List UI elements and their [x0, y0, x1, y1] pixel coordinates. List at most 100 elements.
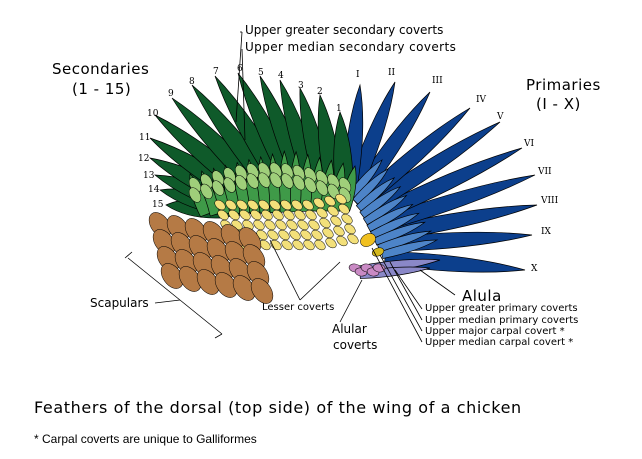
lesser-covert — [300, 229, 312, 241]
lesser-covert — [324, 195, 336, 207]
label-alula: Alula — [462, 287, 502, 305]
secondary-number: 12 — [138, 154, 150, 164]
lesser-covert — [341, 213, 353, 225]
lesser-covert — [327, 205, 339, 217]
label-upper-median-primary-coverts: Upper median primary coverts — [425, 315, 579, 326]
median-secondary-covert — [281, 173, 294, 189]
leader-line — [339, 279, 363, 323]
lesser-covert — [303, 239, 315, 251]
label-scapulars: Scapulars — [90, 296, 149, 310]
secondary-number: 6 — [237, 64, 243, 74]
lesser-covert — [261, 209, 273, 221]
leader-line — [154, 299, 181, 304]
leader-line — [241, 48, 246, 141]
lesser-covert — [280, 199, 292, 211]
leader-line — [379, 254, 423, 332]
median-secondary-covert — [235, 175, 248, 191]
label-upper-major-carpal-covert: Upper major carpal covert * — [425, 326, 565, 337]
leader-line — [299, 261, 341, 301]
secondary-number: 3 — [298, 81, 304, 91]
secondary-number: 9 — [168, 89, 174, 99]
label-upper-median-secondary-coverts: Upper median secondary coverts — [245, 40, 457, 54]
lesser-covert — [278, 229, 290, 241]
leader-line — [394, 269, 423, 310]
secondary-number: 13 — [143, 171, 155, 181]
primary-numeral: VI — [524, 139, 535, 149]
primary-numeral: II — [388, 68, 396, 78]
lesser-covert — [325, 237, 337, 249]
secondary-number: 5 — [258, 68, 264, 78]
footnote: * Carpal coverts are unique to Galliform… — [34, 432, 257, 446]
secondary-number: 8 — [189, 77, 195, 87]
lesser-covert — [247, 199, 259, 211]
lesser-covert — [333, 225, 345, 237]
lesser-covert — [308, 219, 320, 231]
lesser-covert — [272, 209, 284, 221]
primary-feather — [362, 147, 523, 227]
secondary-number: 2 — [317, 87, 323, 97]
lesser-covert — [305, 209, 317, 221]
lesser-covert — [269, 199, 281, 211]
primary-numeral: IX — [541, 227, 551, 237]
primary-covert-feather — [380, 239, 439, 259]
label-upper-median-carpal-covert: Upper median carpal covert * — [425, 337, 574, 348]
lesser-covert — [228, 209, 240, 221]
primary-numeral: VII — [538, 167, 552, 177]
lesser-covert — [314, 239, 326, 251]
label-upper-greater-secondary-coverts: Upper greater secondary coverts — [245, 23, 444, 37]
label-lesser-coverts: Lesser coverts — [262, 302, 335, 313]
covert-feathers — [188, 150, 441, 279]
secondary-number: 4 — [278, 71, 284, 81]
lesser-covert — [217, 209, 229, 221]
leader-line — [419, 269, 456, 296]
scapular-feather — [250, 278, 274, 304]
lesser-covert — [236, 199, 248, 211]
leader-line — [124, 251, 133, 259]
lesser-covert — [267, 229, 279, 241]
label-alular-coverts-line1: Alular — [332, 322, 367, 336]
median-secondary-covert — [292, 175, 305, 191]
median-secondary-covert — [211, 180, 225, 196]
lesser-covert — [214, 199, 226, 211]
secondary-number: 10 — [147, 109, 159, 119]
leader-line — [127, 257, 223, 335]
secondary-number: 11 — [139, 133, 151, 143]
lesser-covert — [250, 209, 262, 221]
label-secondaries: Secondaries — [52, 60, 150, 78]
secondary-number: 1 — [336, 104, 342, 114]
lesser-covert — [275, 219, 287, 231]
lesser-covert — [316, 207, 328, 219]
scapular-feathers — [148, 212, 274, 304]
primary-numeral: V — [497, 112, 504, 122]
figure-caption: Feathers of the dorsal (top side) of the… — [34, 398, 522, 417]
label-secondaries-range: (1 - 15) — [72, 80, 132, 98]
median-secondary-covert — [315, 180, 329, 196]
leader-line — [214, 333, 223, 339]
median-secondary-covert — [269, 172, 282, 188]
lesser-covert — [258, 199, 270, 211]
lesser-covert — [286, 219, 298, 231]
label-primaries-range: (I - X) — [536, 95, 581, 113]
lesser-covert — [311, 229, 323, 241]
primary-numeral: VIII — [541, 196, 559, 206]
leader-line — [371, 247, 423, 343]
secondary-number: 7 — [213, 67, 219, 77]
label-alular-coverts-line2: coverts — [333, 338, 378, 352]
secondary-number: 15 — [152, 200, 164, 210]
lesser-covert — [335, 193, 347, 205]
median-secondary-covert — [200, 183, 213, 200]
label-upper-greater-primary-coverts: Upper greater primary coverts — [425, 303, 578, 314]
lesser-covert — [322, 227, 334, 239]
lesser-covert — [302, 199, 314, 211]
lesser-covert — [344, 223, 356, 235]
lesser-covert — [253, 219, 265, 231]
lesser-covert — [291, 199, 303, 211]
leader-line — [235, 31, 243, 123]
primary-feathers — [343, 81, 538, 273]
carpal-covert — [360, 233, 376, 247]
lesser-covert — [297, 219, 309, 231]
lesser-covert — [270, 239, 282, 251]
primary-numeral: X — [531, 264, 538, 274]
